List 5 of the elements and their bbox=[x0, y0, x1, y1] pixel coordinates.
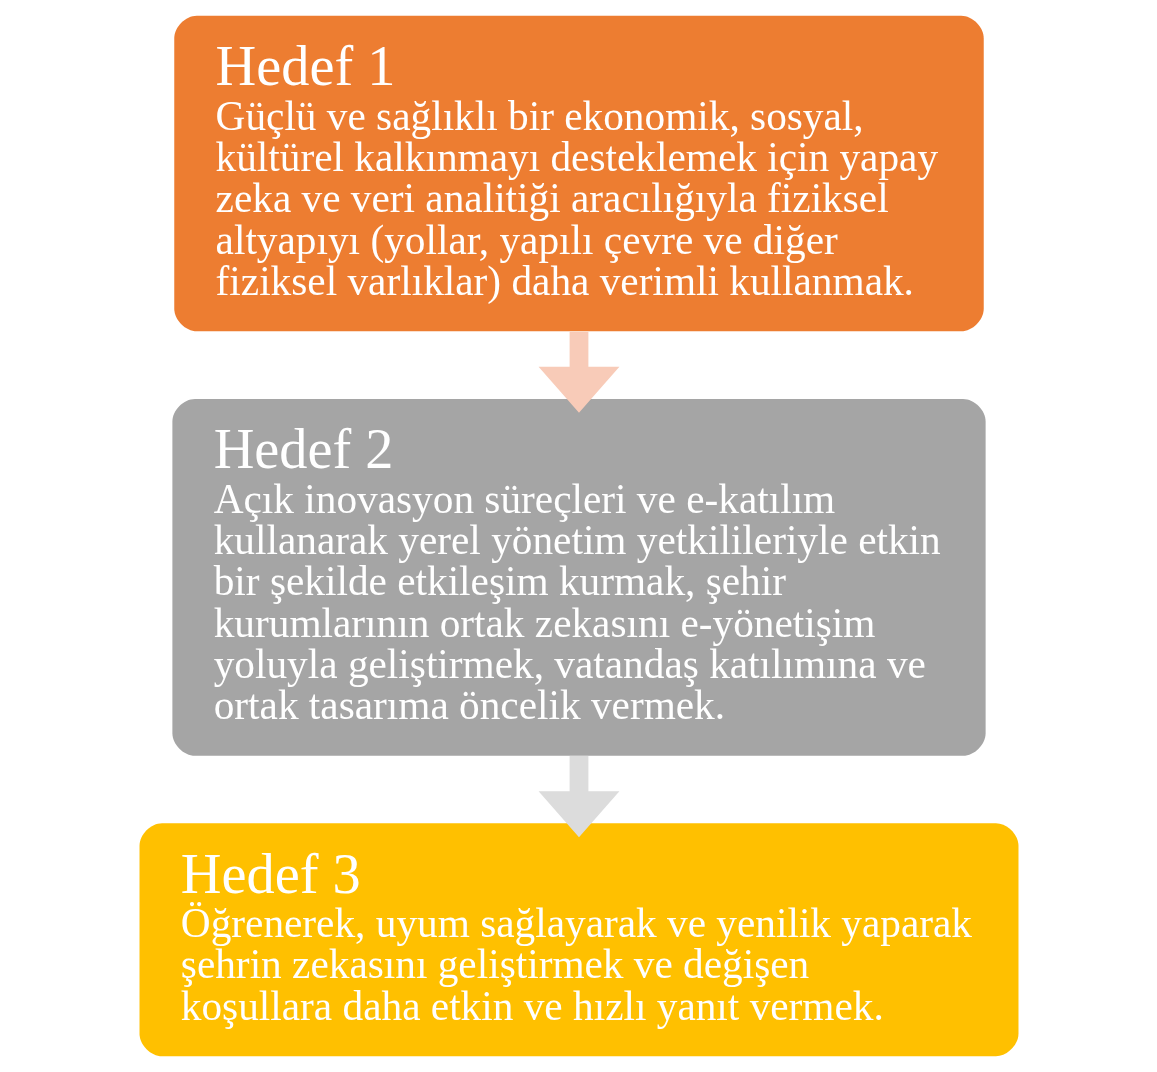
node-box: Hedef 3 Öğrenerek, uyum sağlayarak ve yenilik yaparak şehrin zekasını geliştirmek ve değişen koşullara daha etkin ve hızlı yanıt vermek. bbox=[139, 823, 1018, 1057]
arrow bbox=[538, 755, 619, 838]
node-box: Hedef 2 Açık inovasyon süreçleri ve e-katılım kullanarak yerel yönetim yetkilileriyle etkin bir şekilde etkileşim kurmak, şehir kurumlarının ortak zekasını e-yönetişim yoluyla geliştirmek, vatandaş katılımına ve ortak tasarıma öncelik vermek. bbox=[171, 398, 986, 756]
arrow bbox=[538, 331, 619, 413]
node-box: Hedef 1 Güçlü ve sağlıklı bir ekonomik, sosyal, kültürel kalkınmayı desteklemek için yapay zeka ve veri analitiği aracılığıyla fiziksel altyapıyı (yollar, yapılı çevre ve diğer fiziksel varlıklar) daha verimli kullanmak. bbox=[173, 15, 984, 332]
